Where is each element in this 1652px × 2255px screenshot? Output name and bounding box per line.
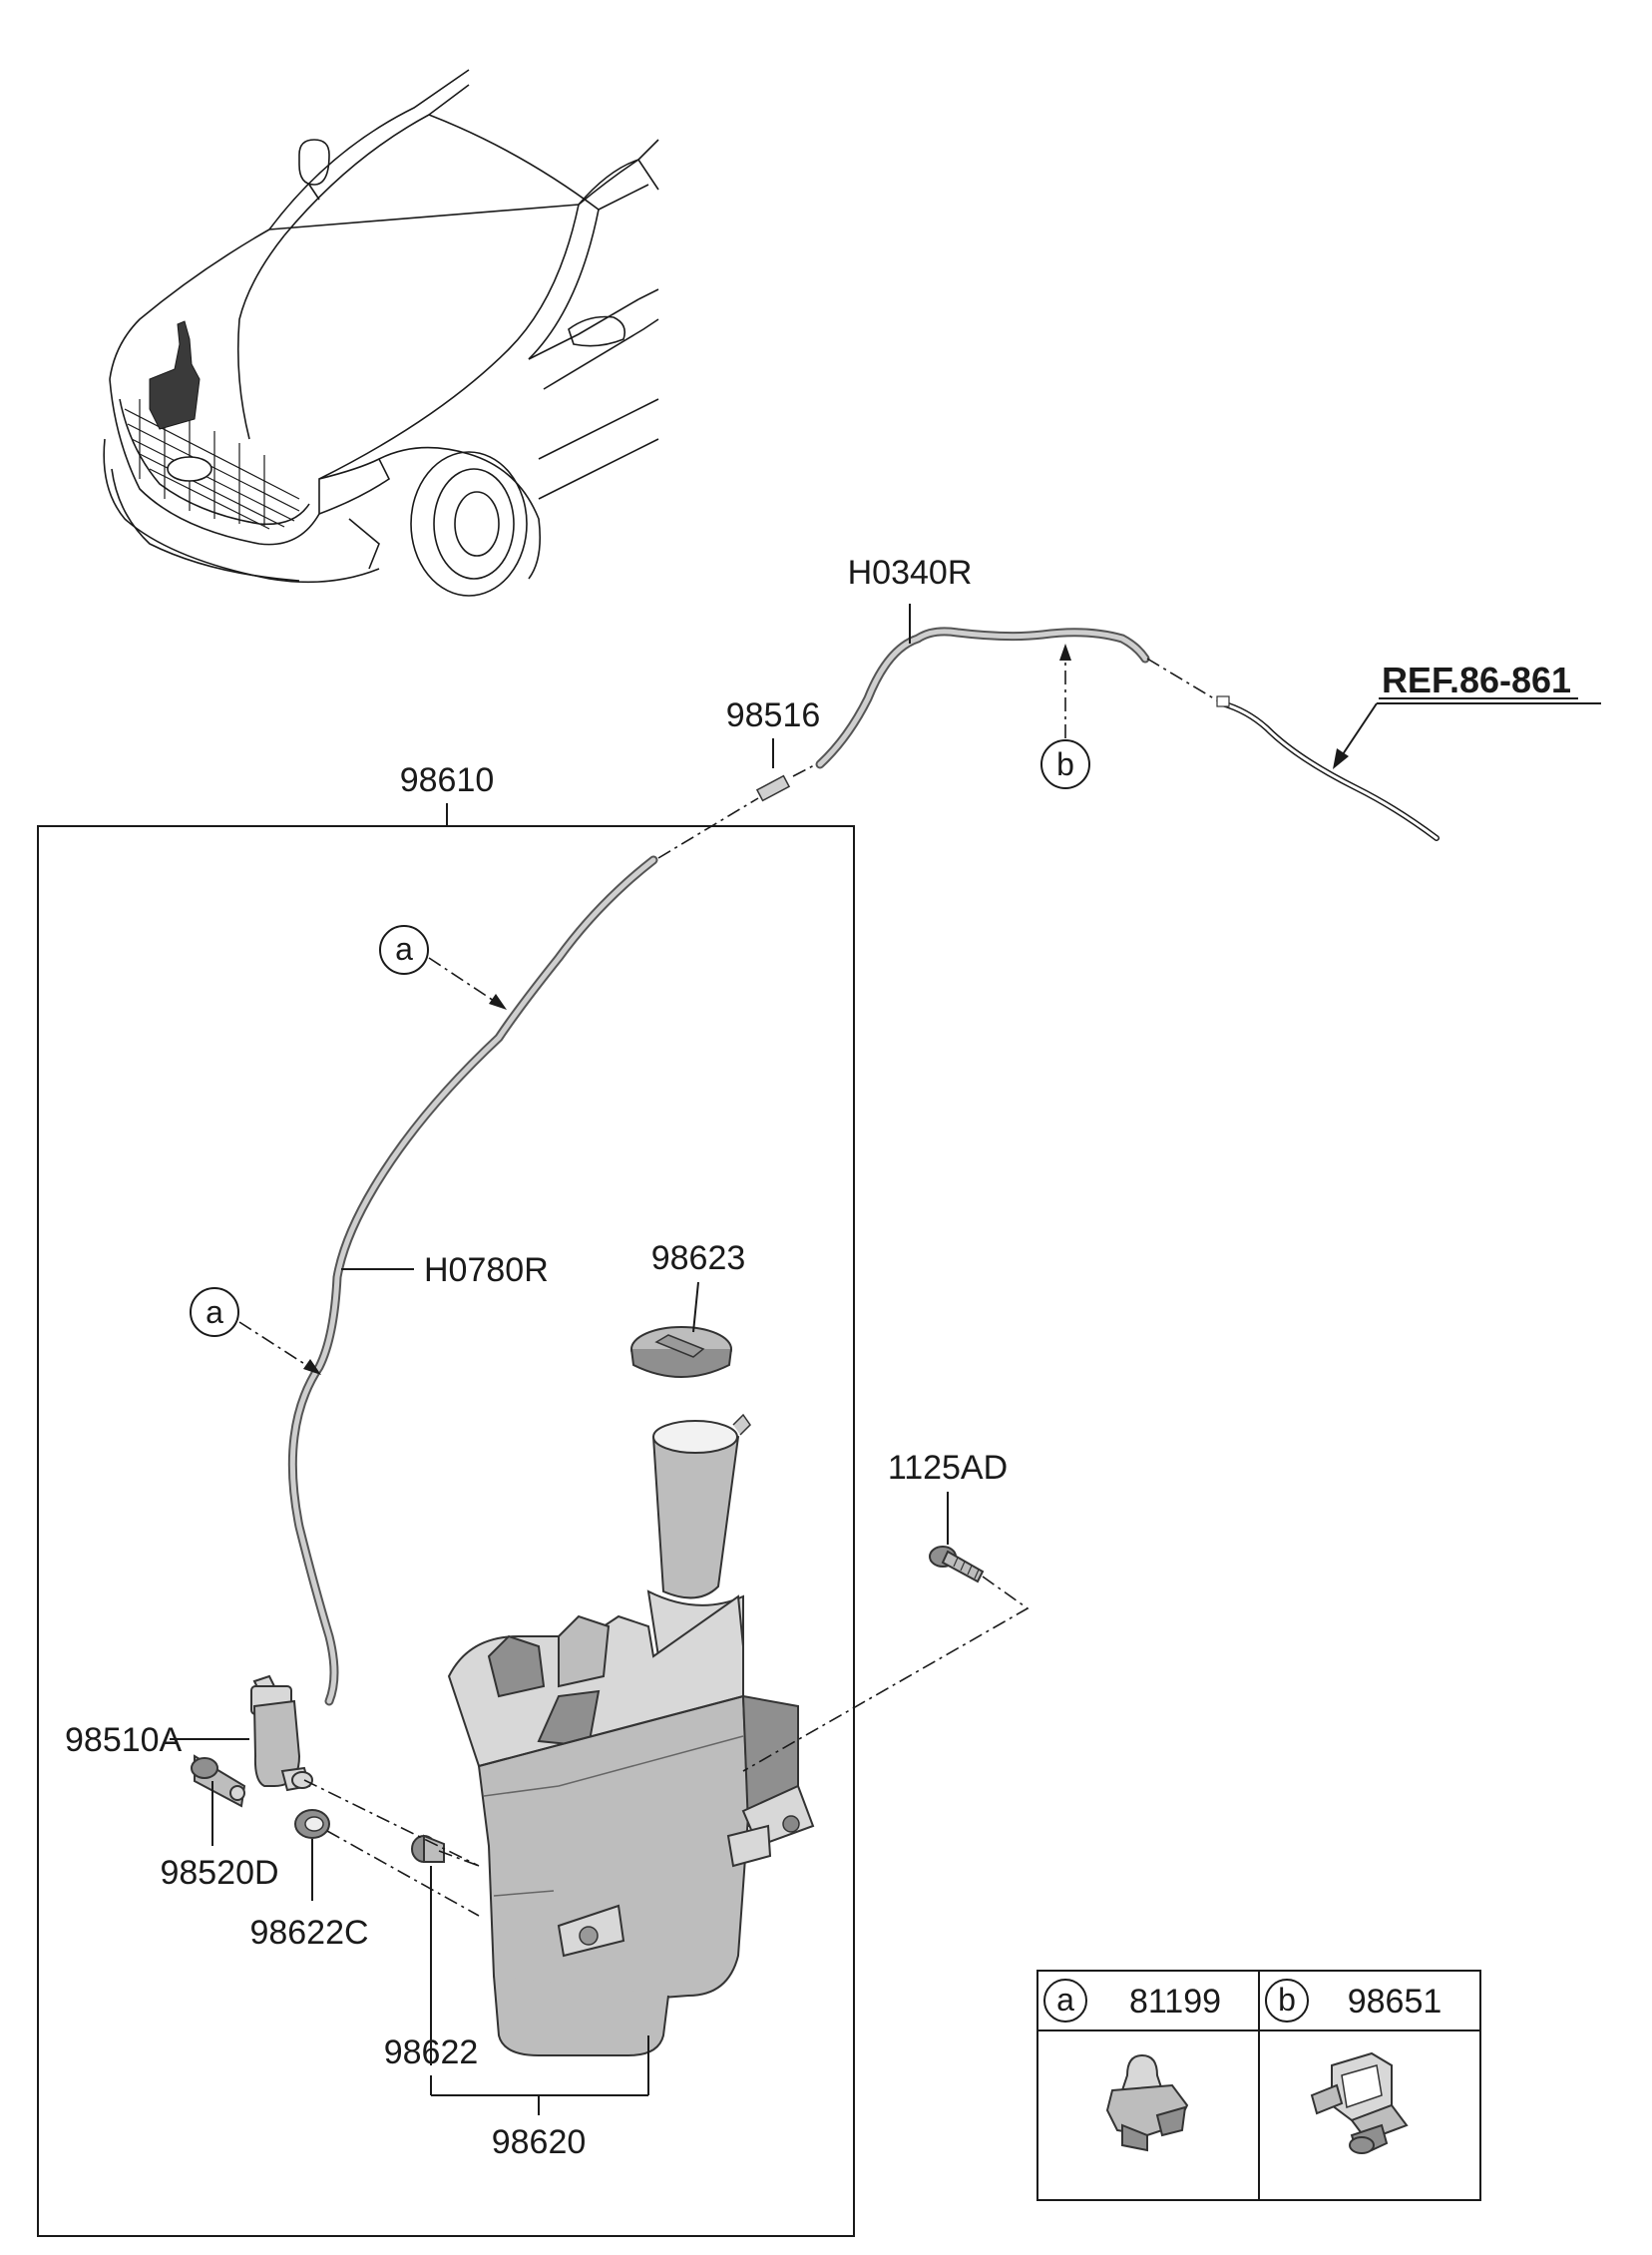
washer-reservoir-tank [447,1413,815,2056]
legend-letter-b: b [1278,1982,1296,2018]
label-h0340r: H0340R [848,554,973,592]
legend-letter-a: a [1056,1982,1074,2018]
callout-a-upper: a [395,931,413,967]
label-98610: 98610 [400,761,495,799]
legend-table: a 81199 b 98651 [1036,1970,1481,2201]
label-98622: 98622 [384,2033,479,2071]
label-h0780r: H0780R [424,1251,549,1289]
callout-a-lower: a [206,1294,223,1330]
legend-part-a: 81199 [1129,1983,1221,2021]
hose-clip-icon [1105,2053,1189,2152]
assembly-frame [37,825,855,2237]
label-1125ad: 1125AD [888,1449,1008,1487]
filler-cap [630,1326,732,1378]
legend-part-b: 98651 [1348,1983,1443,2021]
ref-label: REF.86-861 [1382,660,1571,700]
label-98622c: 98622C [249,1914,368,1952]
label-98620: 98620 [492,2123,587,2161]
seal-98622c [294,1809,330,1839]
hose-holder-icon [1310,2051,1409,2154]
grommet-98520d [191,1754,246,1808]
callout-b-top: b [1056,746,1074,782]
label-98520d: 98520D [160,1854,278,1892]
bolt [929,1546,985,1583]
grommet-98622 [411,1834,445,1863]
connector-98516 [755,774,791,802]
label-98510a: 98510A [65,1721,183,1759]
label-98516: 98516 [726,696,821,734]
vehicle-illustration [103,69,659,597]
label-98623: 98623 [651,1239,746,1277]
washer-pump-motor [250,1674,313,1792]
